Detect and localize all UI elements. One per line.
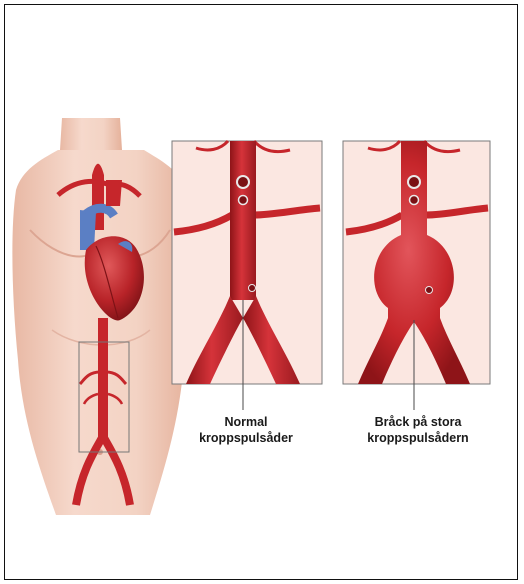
aneurysm-label: Bråck på stora kroppspulsådern xyxy=(348,414,488,446)
aneurysm-label-line2: kroppspulsådern xyxy=(348,430,488,446)
aneurysm-label-line1: Bråck på stora xyxy=(348,414,488,430)
normal-aorta-label: Normal kroppspulsåder xyxy=(196,414,296,446)
normal-aorta-panel xyxy=(172,141,322,410)
aneurysm-panel xyxy=(343,141,490,410)
normal-aorta-label-line2: kroppspulsåder xyxy=(196,430,296,446)
normal-aorta-label-line1: Normal xyxy=(196,414,296,430)
